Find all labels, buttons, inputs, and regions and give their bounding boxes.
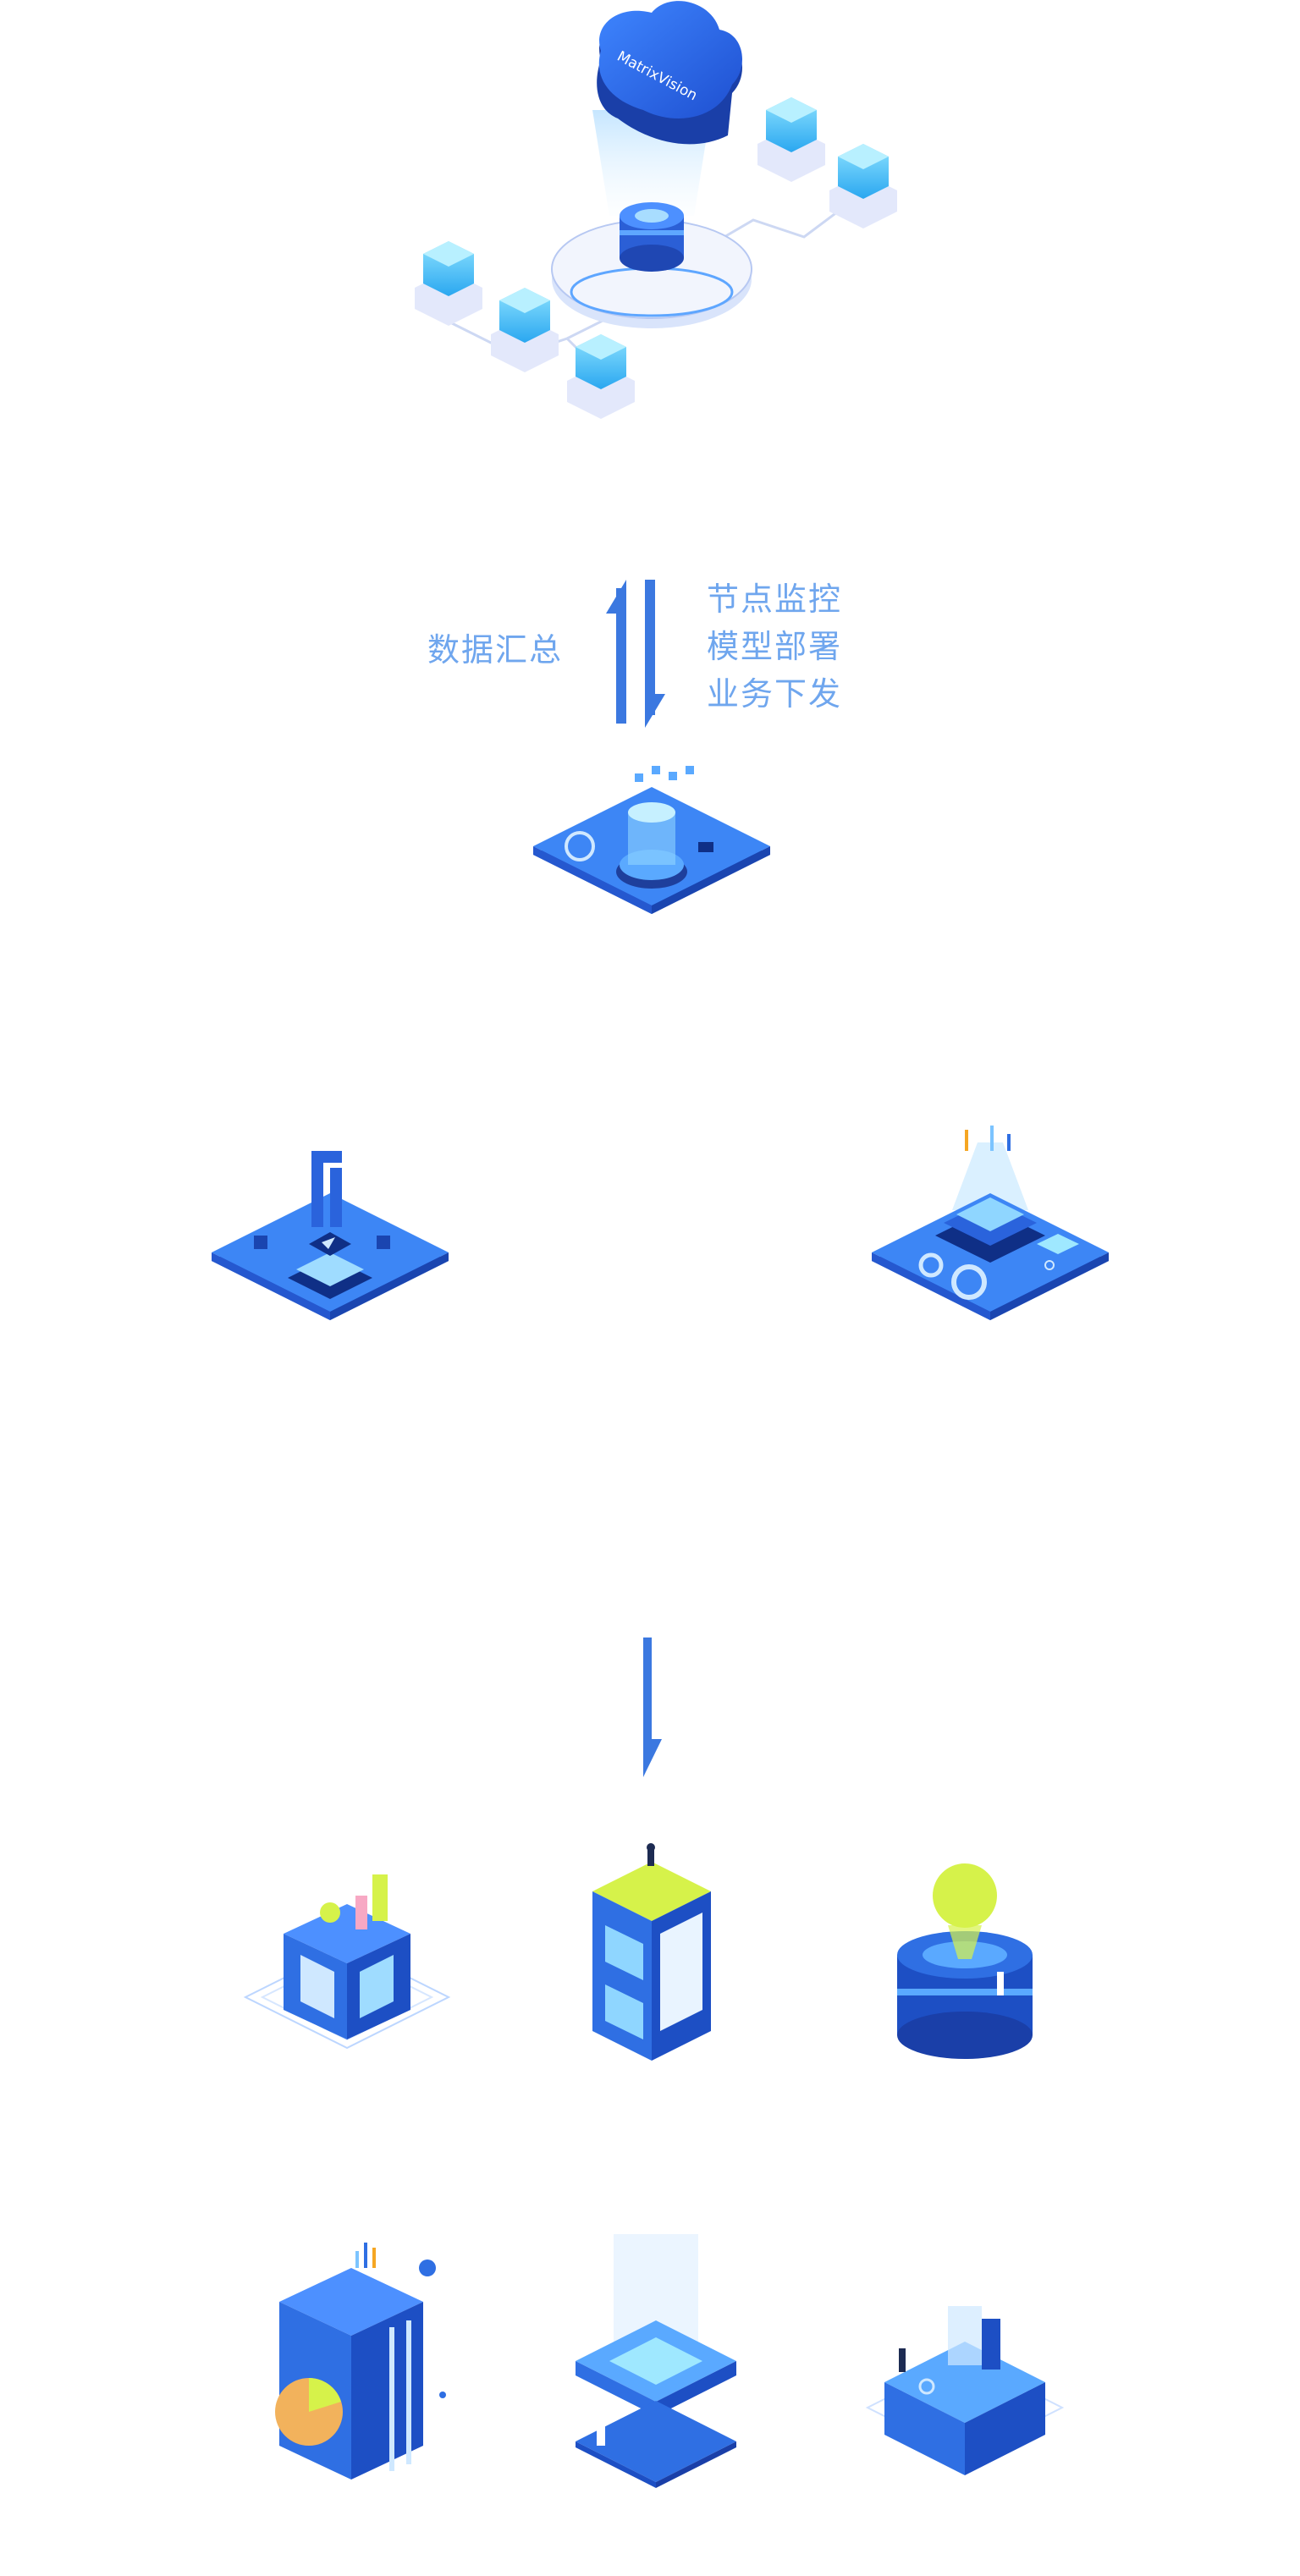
lightbulb-database-icon xyxy=(897,1863,1033,2059)
flow-label-business-dispatch: 业务下发 xyxy=(707,675,843,713)
flow-right-labels: 节点监控 模型部署 业务下发 xyxy=(707,575,842,718)
database-icon xyxy=(620,202,684,272)
flow-label-node-monitor: 节点监控 xyxy=(707,581,843,618)
flow-label-model-deploy: 模型部署 xyxy=(707,628,843,665)
cloud-hub-diagram: MatrixVision xyxy=(415,1,897,419)
edge-platform-icon xyxy=(533,766,770,914)
chip-platform-icon xyxy=(872,1126,1109,1320)
node-cube xyxy=(491,288,559,372)
document-stack-icon xyxy=(592,1843,711,2061)
arrow-down-icon xyxy=(643,1638,662,1777)
data-box-icon xyxy=(865,2306,1065,2475)
arrow-up-head xyxy=(606,580,626,614)
node-cube xyxy=(757,97,825,182)
analytics-cube-icon xyxy=(243,1874,451,2050)
report-tower-icon xyxy=(275,2243,446,2480)
flow-left-label: 数据汇总 xyxy=(427,631,564,669)
arrow-down-head xyxy=(645,694,665,728)
media-platform-icon xyxy=(212,1151,449,1320)
arrow-down-icon xyxy=(645,580,655,715)
node-cube xyxy=(567,334,635,419)
arrow-up-icon xyxy=(616,588,626,724)
server-stack-icon xyxy=(576,2234,736,2488)
bidirectional-arrows xyxy=(606,580,665,728)
cloud-icon: MatrixVision xyxy=(597,1,742,145)
node-cube xyxy=(829,144,897,228)
node-cube xyxy=(415,241,482,326)
